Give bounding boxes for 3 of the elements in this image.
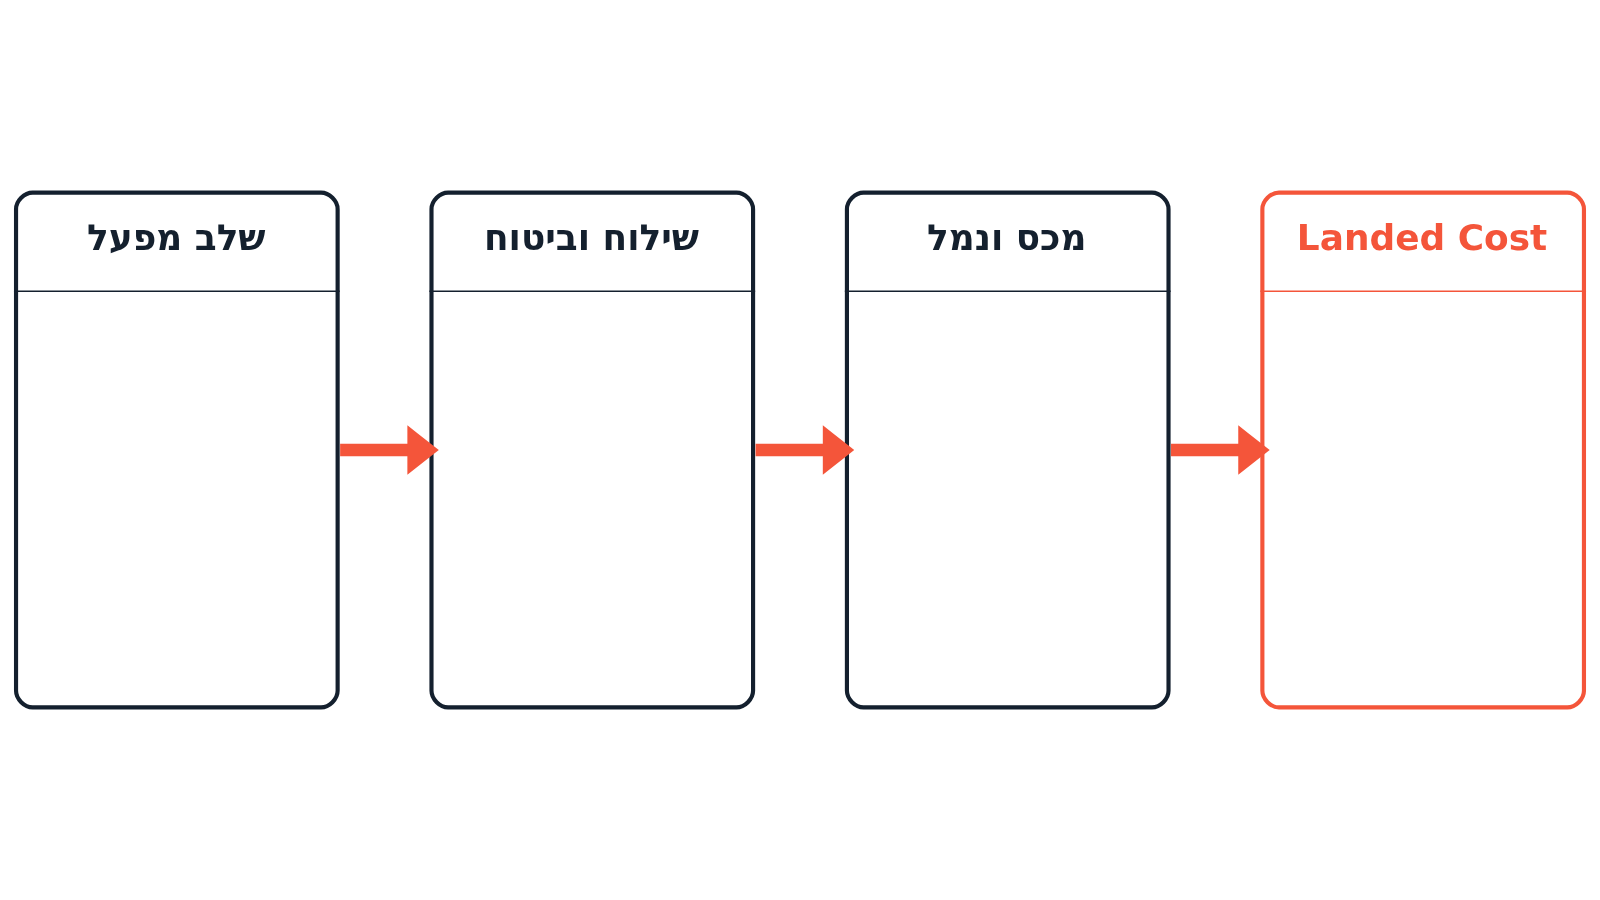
arrow bbox=[1171, 425, 1270, 475]
arrow bbox=[755, 425, 855, 475]
arrow bbox=[340, 425, 439, 475]
